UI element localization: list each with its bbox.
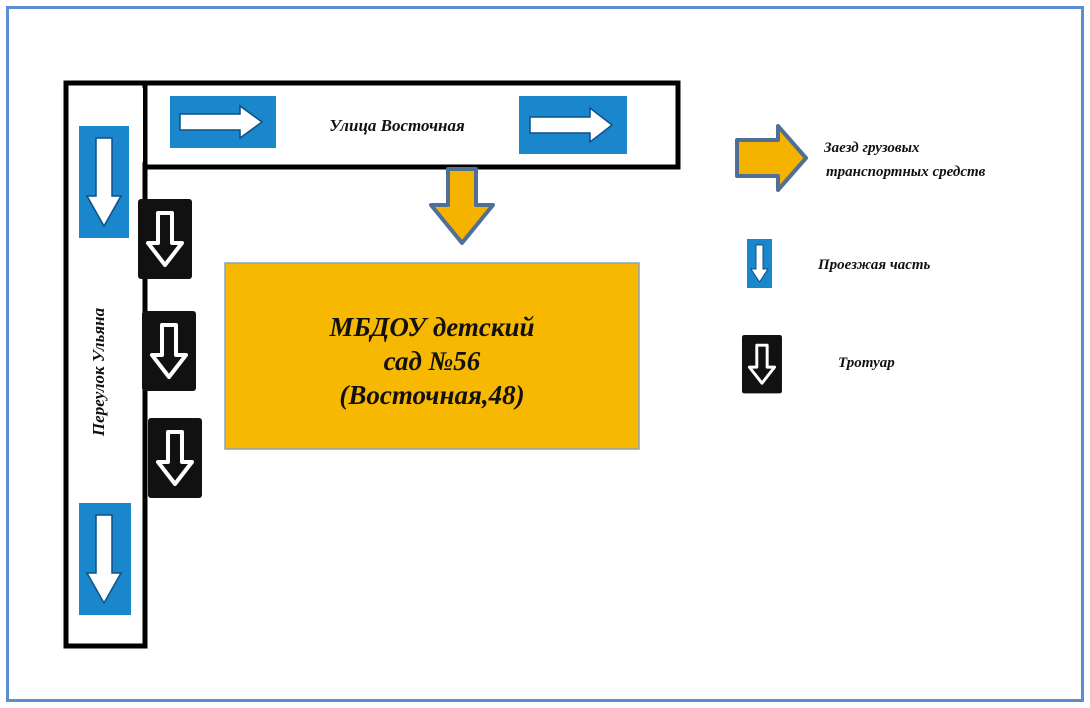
- sidewalk-sign-icon: [136, 197, 194, 281]
- kindergarten-building: [224, 262, 640, 450]
- building-label-line-1: МБДОУ детский: [328, 312, 534, 342]
- sidewalk-sign-icon: [146, 416, 204, 500]
- diagram-frame: [6, 6, 1084, 702]
- lane-sign-icon: [519, 96, 627, 154]
- top-street-name: Улица Восточная: [329, 116, 465, 135]
- lane-sign-icon: [170, 96, 276, 148]
- legend-lane-sign-icon: [747, 239, 772, 288]
- legend-sidewalk-sign-icon: [740, 333, 784, 395]
- legend-truck-arrow-icon: [735, 124, 808, 192]
- building-label-line-2: сад №56: [384, 346, 481, 376]
- legend-sidewalk-label: Тротуар: [838, 355, 895, 371]
- lane-sign-icon: [79, 126, 129, 238]
- building-label-line-3: (Восточная,48): [339, 380, 524, 410]
- legend-truck-label-1: Заезд грузовых: [823, 140, 920, 156]
- lane-sign-icon: [79, 503, 131, 615]
- sidewalk-sign-icon: [140, 309, 198, 393]
- truck-entry-arrow-icon: [429, 167, 495, 245]
- legend-roadway-label: Проезжая часть: [817, 257, 931, 273]
- legend-truck-label-2: транспортных средств: [826, 164, 986, 180]
- side-street-name: Переулок Ульяна: [89, 307, 108, 437]
